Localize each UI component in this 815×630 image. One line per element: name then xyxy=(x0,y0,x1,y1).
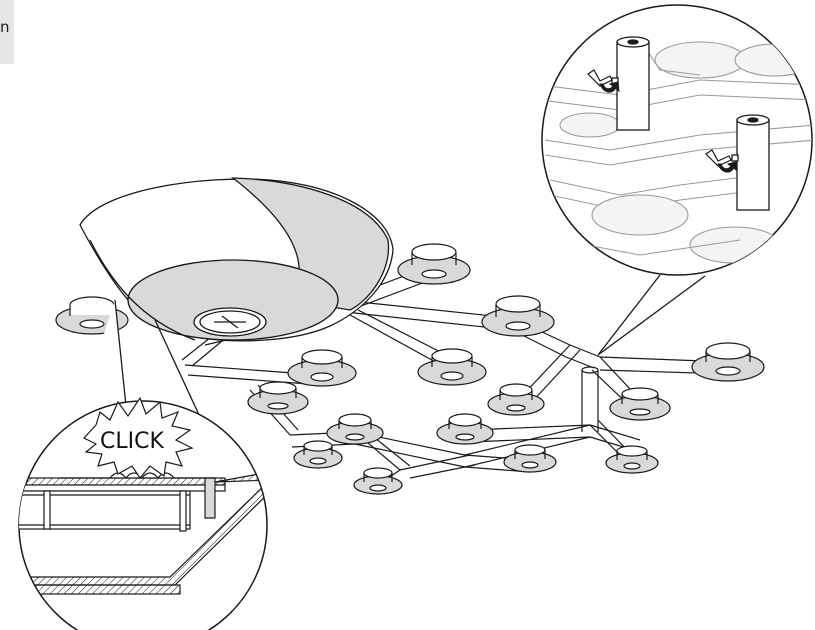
puck xyxy=(481,295,555,337)
puck xyxy=(397,243,471,285)
rotation-arrow-icon xyxy=(599,81,738,173)
puck xyxy=(691,342,765,382)
corner-tab-label: n xyxy=(0,18,10,36)
puck xyxy=(287,349,357,387)
click-burst-icon: CLICK xyxy=(83,396,194,480)
puck xyxy=(605,445,659,474)
puck xyxy=(293,440,343,469)
post xyxy=(611,36,650,131)
puck xyxy=(247,381,309,415)
puck xyxy=(353,467,403,495)
detail-callout-right xyxy=(541,4,813,276)
puck xyxy=(609,387,671,421)
puck xyxy=(326,413,384,445)
puck xyxy=(487,383,545,416)
post xyxy=(731,114,770,211)
canopy xyxy=(79,177,394,342)
corner-tab: n xyxy=(0,0,14,64)
allen-key-icon xyxy=(587,69,732,167)
puck xyxy=(417,348,487,386)
click-label: CLICK xyxy=(100,429,164,454)
detail-callout-left: CLICK xyxy=(18,396,268,630)
puck xyxy=(436,413,494,445)
puck xyxy=(503,444,557,473)
